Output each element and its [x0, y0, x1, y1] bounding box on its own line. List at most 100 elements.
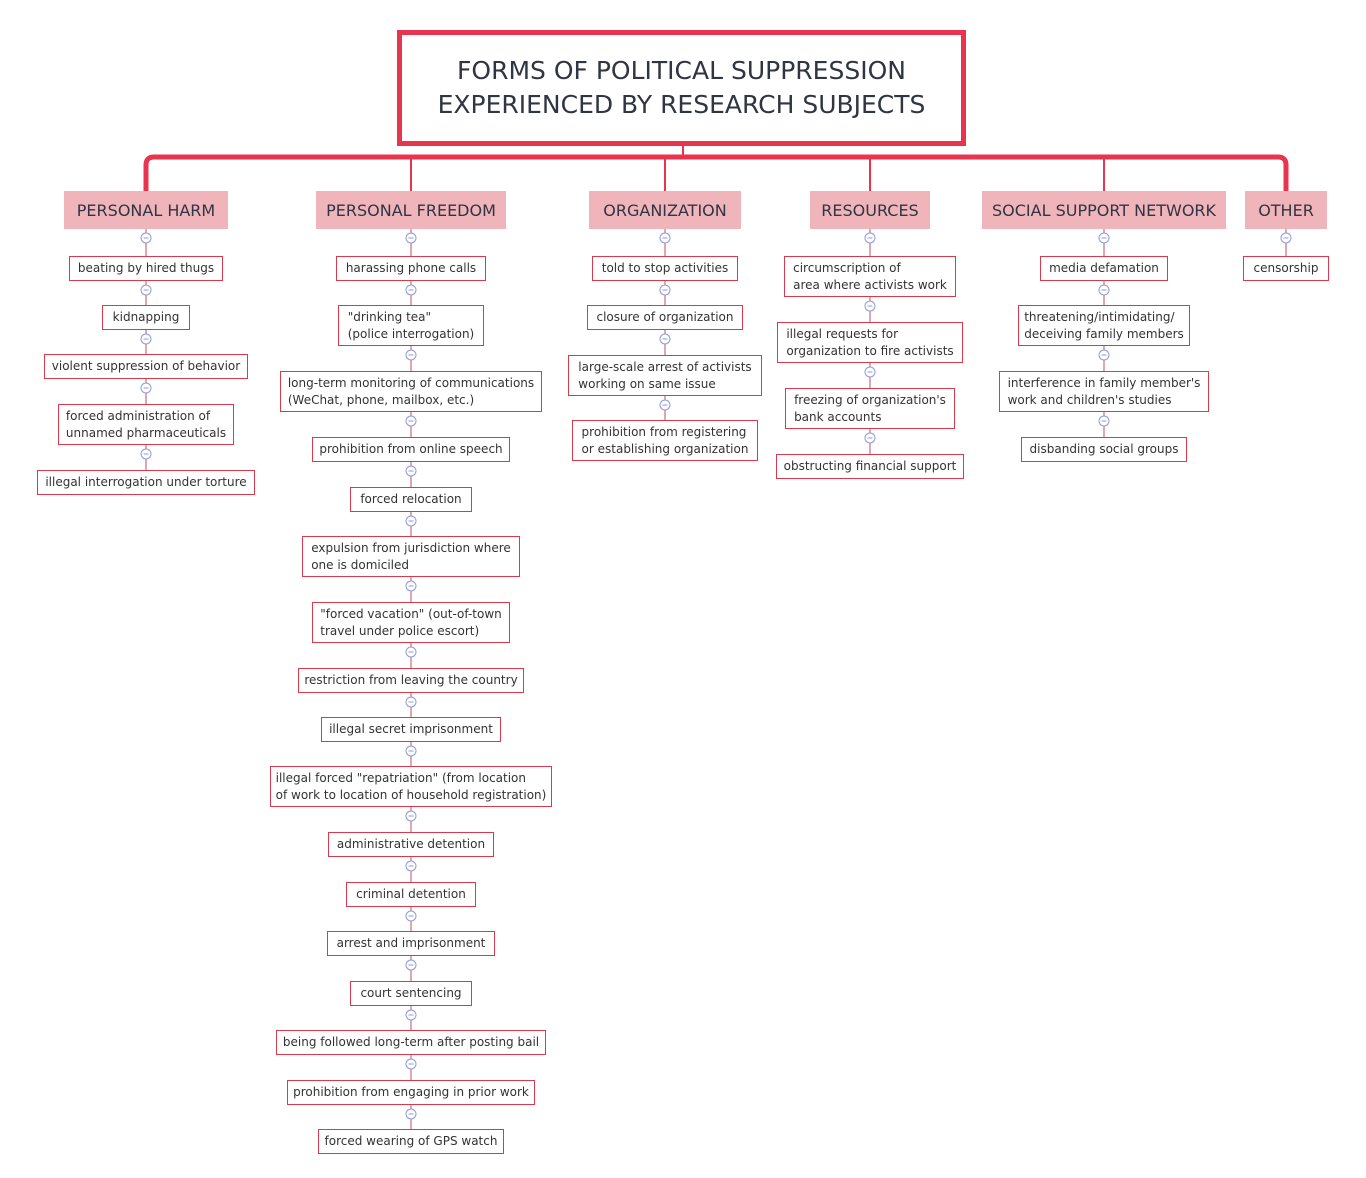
- collapse-toggle-icon[interactable]: [405, 1009, 417, 1021]
- subtopic-node[interactable]: illegal secret imprisonment: [321, 717, 501, 742]
- subtopic-label: media defamation: [1049, 261, 1159, 276]
- subtopic-node[interactable]: media defamation: [1040, 256, 1168, 281]
- collapse-toggle-icon[interactable]: [659, 399, 671, 411]
- collapse-toggle-icon[interactable]: [405, 745, 417, 757]
- subtopic-label: threatening/intimidating/ deceiving fami…: [1024, 310, 1184, 341]
- subtopic-label: disbanding social groups: [1029, 442, 1179, 457]
- subtopic-node[interactable]: violent suppression of behavior: [44, 354, 248, 379]
- subtopic-label: closure of organization: [596, 310, 734, 325]
- collapse-toggle-icon[interactable]: [1098, 349, 1110, 361]
- title-line-2: EXPERIENCED BY RESEARCH SUBJECTS: [437, 90, 926, 119]
- collapse-toggle-icon[interactable]: [1280, 232, 1292, 244]
- collapse-toggle-icon[interactable]: [1098, 232, 1110, 244]
- subtopic-node[interactable]: circumscription of area where activists …: [784, 256, 956, 297]
- title-line-1: FORMS OF POLITICAL SUPPRESSION: [457, 56, 906, 85]
- collapse-toggle-icon[interactable]: [405, 646, 417, 658]
- subtopic-label: illegal requests for organization to fir…: [786, 327, 954, 358]
- collapse-toggle-icon[interactable]: [659, 284, 671, 296]
- subtopic-node[interactable]: beating by hired thugs: [69, 256, 223, 281]
- title-box: FORMS OF POLITICAL SUPPRESSION EXPERIENC…: [397, 30, 966, 146]
- subtopic-node[interactable]: forced relocation: [350, 487, 472, 512]
- subtopic-label: criminal detention: [356, 887, 466, 902]
- collapse-toggle-icon[interactable]: [405, 696, 417, 708]
- subtopic-node[interactable]: prohibition from registering or establis…: [572, 420, 758, 461]
- collapse-toggle-icon[interactable]: [1098, 284, 1110, 296]
- subtopic-node[interactable]: harassing phone calls: [336, 256, 486, 281]
- collapse-toggle-icon[interactable]: [1098, 415, 1110, 427]
- collapse-toggle-icon[interactable]: [864, 366, 876, 378]
- collapse-toggle-icon[interactable]: [405, 860, 417, 872]
- collapse-toggle-icon[interactable]: [405, 284, 417, 296]
- subtopic-node[interactable]: administrative detention: [328, 832, 494, 857]
- collapse-toggle-icon[interactable]: [405, 959, 417, 971]
- category-node[interactable]: SOCIAL SUPPORT NETWORK: [982, 191, 1226, 229]
- subtopic-label: harassing phone calls: [345, 261, 477, 276]
- category-node[interactable]: PERSONAL FREEDOM: [316, 191, 506, 229]
- subtopic-label: illegal interrogation under torture: [45, 475, 247, 490]
- subtopic-node[interactable]: obstructing financial support: [776, 454, 964, 479]
- subtopic-node[interactable]: told to stop activities: [592, 256, 738, 281]
- collapse-toggle-icon[interactable]: [405, 580, 417, 592]
- collapse-toggle-icon[interactable]: [659, 333, 671, 345]
- subtopic-label: arrest and imprisonment: [336, 936, 486, 951]
- collapse-toggle-icon[interactable]: [405, 415, 417, 427]
- subtopic-node[interactable]: kidnapping: [102, 305, 190, 330]
- collapse-toggle-icon[interactable]: [140, 333, 152, 345]
- collapse-toggle-icon[interactable]: [140, 382, 152, 394]
- subtopic-node[interactable]: forced wearing of GPS watch: [318, 1129, 504, 1154]
- subtopic-label: violent suppression of behavior: [51, 359, 241, 374]
- collapse-toggle-icon[interactable]: [659, 232, 671, 244]
- collapse-toggle-icon[interactable]: [405, 349, 417, 361]
- collapse-toggle-icon[interactable]: [405, 232, 417, 244]
- subtopic-node[interactable]: long-term monitoring of communications (…: [280, 371, 542, 412]
- subtopic-label: prohibition from registering or establis…: [581, 425, 749, 456]
- collapse-toggle-icon[interactable]: [405, 810, 417, 822]
- subtopic-node[interactable]: restriction from leaving the country: [298, 668, 524, 693]
- subtopic-node[interactable]: criminal detention: [346, 882, 476, 907]
- subtopic-node[interactable]: disbanding social groups: [1021, 437, 1187, 462]
- subtopic-node[interactable]: prohibition from online speech: [312, 437, 510, 462]
- subtopic-label: restriction from leaving the country: [304, 673, 518, 688]
- collapse-toggle-icon[interactable]: [864, 300, 876, 312]
- subtopic-node[interactable]: "drinking tea" (police interrogation): [338, 305, 484, 346]
- subtopic-node[interactable]: court sentencing: [350, 981, 472, 1006]
- collapse-toggle-icon[interactable]: [864, 432, 876, 444]
- subtopic-node[interactable]: closure of organization: [587, 305, 743, 330]
- collapse-toggle-icon[interactable]: [864, 232, 876, 244]
- subtopic-node[interactable]: large-scale arrest of activists working …: [568, 355, 762, 396]
- subtopic-node[interactable]: "forced vacation" (out-of-town travel un…: [312, 602, 510, 643]
- category-node[interactable]: ORGANIZATION: [589, 191, 741, 229]
- subtopic-label: circumscription of area where activists …: [793, 261, 947, 292]
- category-node[interactable]: PERSONAL HARM: [64, 191, 228, 229]
- subtopic-node[interactable]: expulsion from jurisdiction where one is…: [302, 536, 520, 577]
- subtopic-node[interactable]: forced administration of unnamed pharmac…: [58, 404, 234, 445]
- subtopic-node[interactable]: freezing of organization's bank accounts: [785, 388, 955, 429]
- subtopic-node[interactable]: arrest and imprisonment: [327, 931, 495, 956]
- collapse-toggle-icon[interactable]: [405, 910, 417, 922]
- subtopic-node[interactable]: threatening/intimidating/ deceiving fami…: [1018, 305, 1190, 346]
- category-node[interactable]: OTHER: [1245, 191, 1327, 229]
- subtopic-node[interactable]: censorship: [1243, 256, 1329, 281]
- subtopic-label: kidnapping: [112, 310, 180, 325]
- subtopic-label: interference in family member's work and…: [1007, 376, 1201, 407]
- subtopic-label: told to stop activities: [601, 261, 729, 276]
- subtopic-node[interactable]: being followed long-term after posting b…: [276, 1030, 546, 1055]
- collapse-toggle-icon[interactable]: [405, 1108, 417, 1120]
- subtopic-label: forced wearing of GPS watch: [324, 1134, 498, 1149]
- subtopic-node[interactable]: interference in family member's work and…: [999, 371, 1209, 412]
- category-node[interactable]: RESOURCES: [810, 191, 930, 229]
- collapse-toggle-icon[interactable]: [405, 465, 417, 477]
- collapse-toggle-icon[interactable]: [140, 284, 152, 296]
- collapse-toggle-icon[interactable]: [140, 232, 152, 244]
- subtopic-label: being followed long-term after posting b…: [282, 1035, 540, 1050]
- subtopic-label: beating by hired thugs: [77, 261, 215, 276]
- collapse-toggle-icon[interactable]: [405, 515, 417, 527]
- subtopic-node[interactable]: illegal requests for organization to fir…: [777, 322, 963, 363]
- collapse-toggle-icon[interactable]: [140, 448, 152, 460]
- subtopic-node[interactable]: illegal interrogation under torture: [37, 470, 255, 495]
- subtopic-label: prohibition from online speech: [319, 442, 503, 457]
- subtopic-node[interactable]: prohibition from engaging in prior work: [287, 1080, 535, 1105]
- collapse-toggle-icon[interactable]: [405, 1058, 417, 1070]
- subtopic-node[interactable]: illegal forced "repatriation" (from loca…: [270, 766, 552, 807]
